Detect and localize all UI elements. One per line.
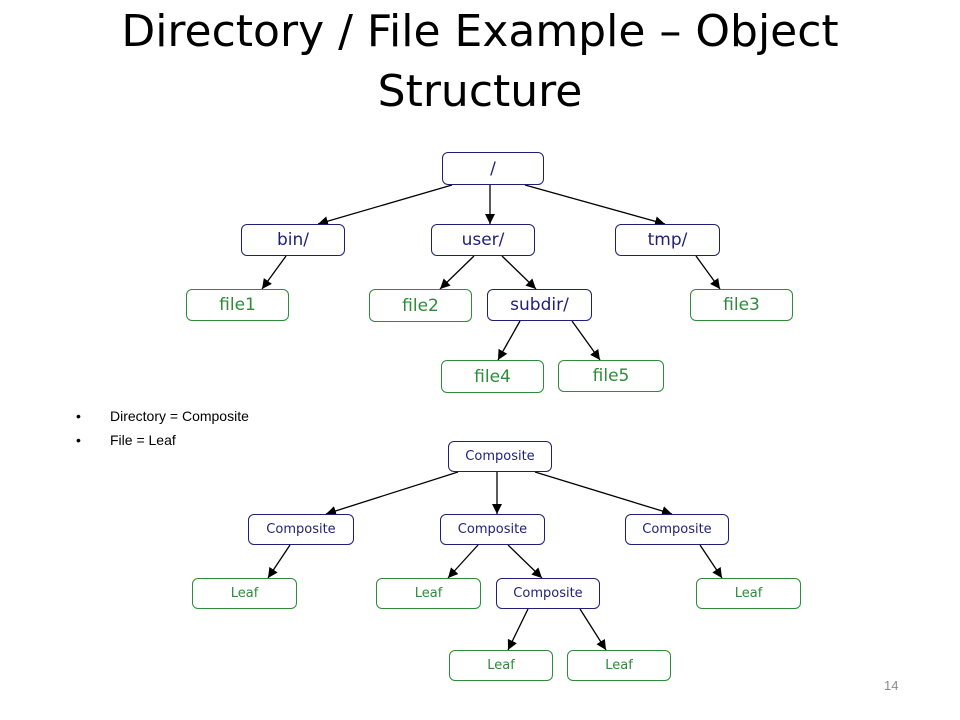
- file-node-file2: file2: [369, 289, 472, 322]
- composite-node-middle-label: Composite: [457, 522, 528, 537]
- edge-c-sub-leaf4: [507, 608, 529, 651]
- dir-node-subdir-label: subdir/: [510, 295, 569, 315]
- edge-root-bin: [317, 184, 453, 227]
- leaf-node-4-label: Leaf: [487, 658, 515, 673]
- edge-user-subdir: [501, 255, 537, 290]
- leaf-node-1-label: Leaf: [230, 586, 259, 601]
- composite-node-sub-label: Composite: [513, 586, 583, 601]
- file-node-file4-label: file4: [474, 366, 511, 387]
- edge-subdir-file4: [497, 320, 521, 361]
- file-node-file4: file4: [441, 360, 544, 393]
- legend-bullets: • Directory = Composite • File = Leaf: [76, 404, 249, 452]
- composite-node-sub: Composite: [496, 578, 600, 609]
- dir-node-root-label: /: [490, 158, 496, 179]
- dir-node-tmp: tmp/: [615, 224, 720, 256]
- bullet-text-directory: Directory = Composite: [110, 408, 249, 424]
- dir-node-bin-label: bin/: [276, 230, 310, 250]
- bullet-text-file: File = Leaf: [110, 432, 176, 448]
- edge-c-middle-sub: [507, 544, 543, 579]
- edge-c-middle-leaf2: [447, 544, 479, 579]
- bullet-item: • Directory = Composite: [76, 404, 249, 428]
- leaf-node-3-label: Leaf: [734, 586, 763, 601]
- leaf-node-5-label: Leaf: [605, 658, 633, 673]
- file-node-file5: file5: [558, 360, 664, 392]
- edge-user-file2: [439, 255, 475, 290]
- composite-node-root: Composite: [448, 441, 552, 472]
- edge-c-left-leaf1: [267, 544, 291, 579]
- leaf-node-4: Leaf: [449, 650, 553, 681]
- slide-title: Directory / File Example – Object Struct…: [40, 2, 920, 122]
- file-node-file1-label: file1: [219, 295, 256, 315]
- dir-node-user: user/: [431, 224, 535, 256]
- dir-node-tmp-label: tmp/: [647, 230, 688, 250]
- file-node-file3-label: file3: [723, 295, 760, 315]
- leaf-node-3: Leaf: [696, 578, 801, 609]
- leaf-node-1: Leaf: [192, 578, 297, 609]
- edge-subdir-file5: [571, 320, 601, 361]
- edge-c-sub-leaf5: [579, 608, 607, 651]
- composite-node-root-label: Composite: [465, 449, 535, 464]
- slide-title-line2: Structure: [377, 66, 583, 117]
- file-node-file1: file1: [186, 289, 289, 321]
- edge-tmp-file3: [695, 255, 721, 290]
- page-number: 14: [884, 678, 899, 693]
- composite-node-middle: Composite: [440, 514, 545, 545]
- dir-node-subdir: subdir/: [487, 289, 592, 321]
- composite-node-right-label: Composite: [642, 522, 712, 537]
- file-node-file3: file3: [690, 289, 793, 321]
- leaf-node-5: Leaf: [567, 650, 671, 681]
- file-node-file5-label: file5: [592, 366, 630, 386]
- leaf-node-2-label: Leaf: [414, 586, 443, 601]
- composite-node-left-label: Composite: [266, 522, 336, 537]
- edge-c-root-left: [325, 471, 459, 516]
- dir-node-bin: bin/: [241, 224, 345, 256]
- bullet-item: • File = Leaf: [76, 428, 249, 452]
- composite-node-left: Composite: [248, 514, 354, 545]
- slide-title-line1: Directory / File Example – Object: [121, 6, 839, 57]
- leaf-node-2: Leaf: [376, 578, 481, 609]
- edge-c-right-leaf3: [699, 544, 723, 579]
- file-node-file2-label: file2: [402, 295, 439, 316]
- dir-node-root: /: [442, 152, 544, 185]
- edge-root-tmp: [524, 184, 666, 227]
- edge-bin-file1: [261, 255, 287, 290]
- edge-c-root-right: [534, 471, 673, 516]
- composite-node-right: Composite: [625, 514, 729, 545]
- dir-node-user-label: user/: [461, 230, 505, 250]
- bullet-dot: •: [76, 432, 81, 448]
- bullet-dot: •: [76, 408, 81, 424]
